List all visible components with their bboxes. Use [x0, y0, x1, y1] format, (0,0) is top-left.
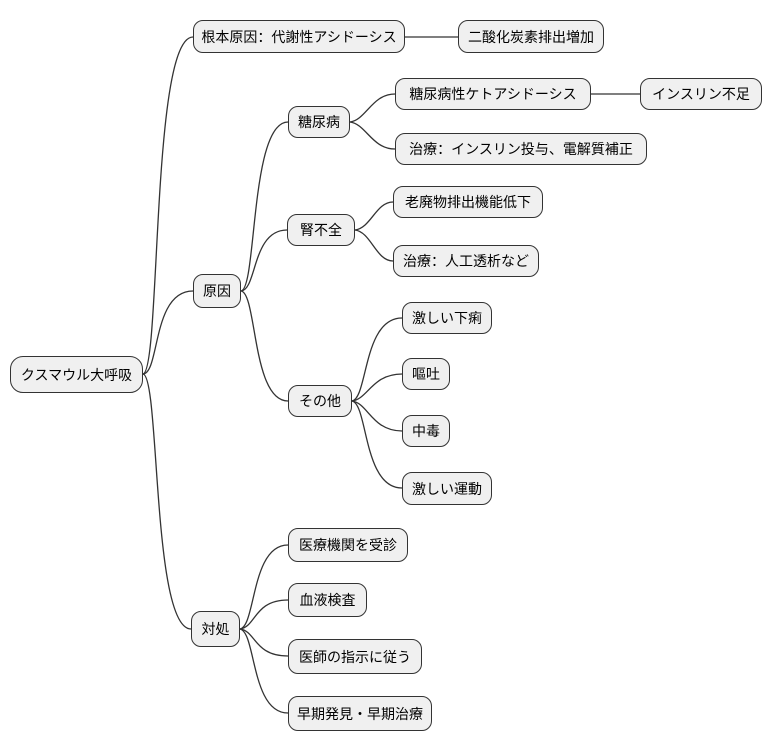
node-diabetes: 糖尿病 — [288, 106, 350, 138]
edge-diabetes-treatment — [349, 121, 396, 150]
edge-response-blood-test — [239, 599, 289, 630]
node-root: クスマウル大呼吸 — [10, 356, 143, 393]
node-dka: 糖尿病性ケトアシドーシス — [395, 78, 591, 110]
edge-root-cause-node — [142, 290, 194, 375]
node-early-detection: 早期発見・早期治療 — [288, 696, 432, 731]
edge-root-root-cause — [142, 36, 194, 375]
edge-others-poisoning — [351, 400, 403, 432]
node-others: その他 — [288, 385, 352, 417]
node-cause: 原因 — [193, 274, 241, 308]
node-response: 対処 — [191, 611, 240, 647]
node-see-doctor: 医療機関を受診 — [288, 528, 408, 562]
edge-cause-renal — [240, 229, 288, 292]
node-co2-increase: 二酸化炭素排出増加 — [458, 20, 604, 53]
node-renal-treatment: 治療：人工透析など — [393, 245, 539, 277]
edge-cause-diabetes — [240, 121, 289, 292]
edge-cause-others — [240, 290, 289, 402]
edge-renal-waste — [354, 201, 394, 231]
node-diabetes-treatment: 治療：インスリン投与、電解質補正 — [395, 133, 647, 165]
edge-others-diarrhea — [351, 317, 403, 402]
node-renal-failure: 腎不全 — [287, 214, 355, 246]
node-exercise: 激しい運動 — [402, 472, 492, 505]
node-root-cause: 根本原因：代謝性アシドーシス — [193, 20, 405, 53]
edge-others-vomiting — [351, 373, 403, 402]
edge-renal-treatment — [354, 229, 394, 262]
node-follow-doctor: 医師の指示に従う — [288, 639, 422, 674]
edge-others-exercise — [351, 400, 403, 489]
edge-root-response — [142, 373, 192, 630]
node-blood-test: 血液検査 — [288, 583, 367, 617]
edge-response-see-doctor — [239, 544, 289, 630]
node-insulin-deficiency: インスリン不足 — [640, 78, 762, 110]
node-poisoning: 中毒 — [402, 415, 450, 447]
node-diarrhea: 激しい下痢 — [402, 302, 492, 334]
edge-response-follow-doctor — [239, 628, 289, 657]
edge-response-early-detection — [239, 628, 289, 714]
edge-diabetes-dka — [349, 93, 396, 123]
node-vomiting: 嘔吐 — [402, 358, 450, 390]
node-waste-excretion: 老廃物排出機能低下 — [393, 186, 543, 218]
